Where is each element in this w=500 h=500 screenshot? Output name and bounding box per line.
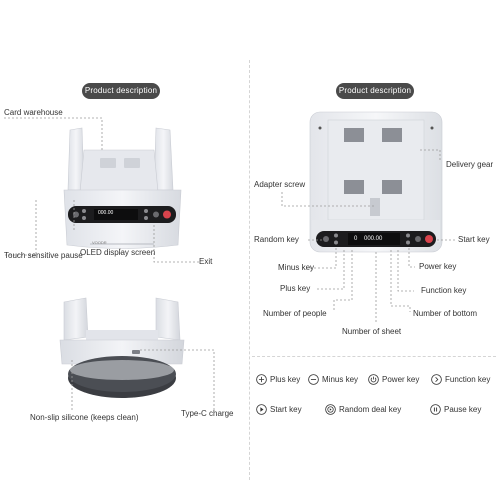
label-touch-sensitive-pause: Touch sensitive pause: [4, 251, 83, 260]
legend-start-key: Start key: [256, 404, 302, 415]
random-deal-icon: [325, 404, 336, 415]
legend-minus-label: Minus key: [322, 375, 359, 384]
right-display-left-num: 0: [354, 236, 358, 242]
left-display-main-num: 000.00: [98, 210, 114, 216]
legend-function-label: Function key: [445, 375, 491, 384]
label-function-key: Function key: [421, 286, 467, 295]
vertical-divider: [249, 60, 250, 480]
legend-plus-key: Plus key: [256, 374, 300, 385]
power-icon: [368, 374, 379, 385]
right-title-pill: Product description: [336, 83, 414, 99]
label-start-key: Start key: [458, 235, 490, 244]
label-delivery-gear: Delivery gear: [446, 160, 494, 169]
legend-power-key: Power key: [368, 374, 419, 385]
label-number-of-people: Number of people: [263, 309, 327, 318]
chevron-right-icon: [431, 374, 442, 385]
label-adapter-screw: Adapter screw: [254, 180, 306, 189]
play-icon: [256, 404, 267, 415]
plus-icon: [256, 374, 267, 385]
minus-icon: [308, 374, 319, 385]
legend-minus-key: Minus key: [308, 374, 358, 385]
label-oled-display: OLED display screen: [80, 248, 156, 257]
label-number-of-bottom: Number of bottom: [413, 309, 478, 318]
label-type-c-charge: Type-C charge: [181, 409, 234, 418]
label-random-key: Random key: [254, 235, 299, 244]
label-number-of-sheet: Number of sheet: [342, 327, 402, 336]
legend-start-label: Start key: [270, 405, 302, 414]
legend-plus-label: Plus key: [270, 375, 301, 384]
legend-power-label: Power key: [382, 375, 420, 384]
legend-pause-key: Pause key: [430, 404, 481, 415]
label-card-warehouse: Card warehouse: [4, 108, 63, 117]
left-device-brand: VOODR: [92, 240, 107, 245]
label-minus-key: Minus key: [278, 263, 315, 272]
label-plus-key: Plus key: [280, 284, 311, 293]
legend-random-deal-key: Random deal key: [325, 404, 401, 415]
legend-pause-label: Pause key: [444, 405, 482, 414]
pause-icon: [430, 404, 441, 415]
legend-divider: [252, 356, 496, 357]
legend-random-label: Random deal key: [339, 405, 402, 414]
left-title-pill: Product description: [82, 83, 160, 99]
label-exit: Exit: [199, 257, 213, 266]
left-device-illustration: [63, 127, 182, 249]
right-display-main-num: 000.00: [364, 236, 383, 242]
legend-function-key: Function key: [431, 374, 490, 385]
left-device-bottom-illustration: [59, 297, 185, 398]
label-power-key: Power key: [419, 262, 457, 271]
label-non-slip-silicone: Non-slip silicone (keeps clean): [30, 413, 139, 422]
